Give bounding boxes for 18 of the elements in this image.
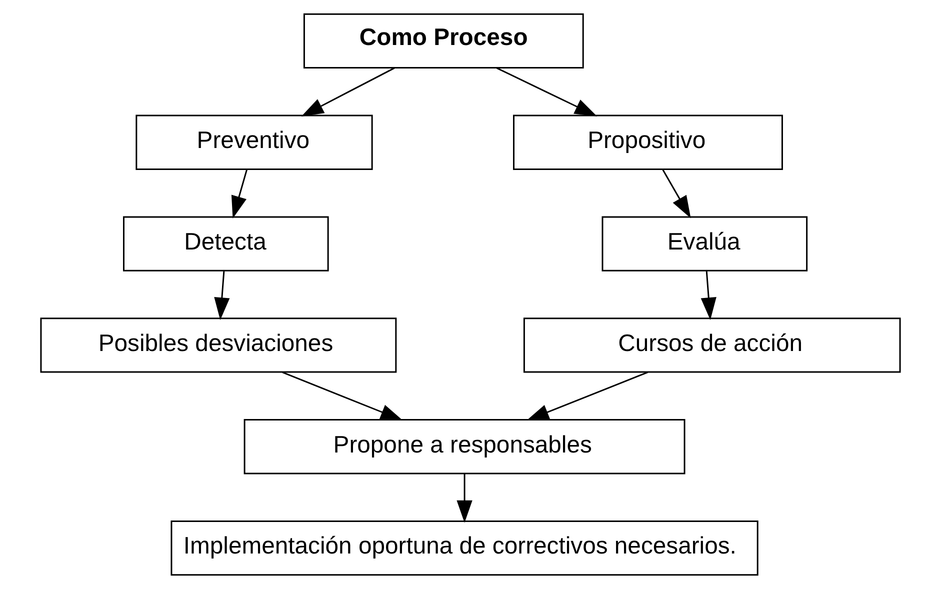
node-box: Posibles desviaciones xyxy=(40,318,396,373)
node-box: Evalúa xyxy=(601,216,808,272)
node-box: Detecta xyxy=(122,216,328,272)
node-box: Propone a responsables xyxy=(243,419,685,474)
arrow xyxy=(496,67,597,116)
arrow xyxy=(526,372,648,420)
node-box: Propositivo xyxy=(512,114,782,170)
node-box: Cursos de acción xyxy=(522,318,900,373)
node-box: Implementación oportuna de correctivos necesarios. xyxy=(170,520,758,576)
arrow xyxy=(456,474,472,523)
arrow xyxy=(662,169,690,218)
node-box: Preventivo xyxy=(135,114,372,170)
arrow xyxy=(282,372,402,420)
arrow xyxy=(230,170,248,218)
arrow xyxy=(214,271,230,320)
node-box: Como Proceso xyxy=(302,13,584,69)
arrow xyxy=(300,67,394,116)
arrow xyxy=(700,271,716,320)
